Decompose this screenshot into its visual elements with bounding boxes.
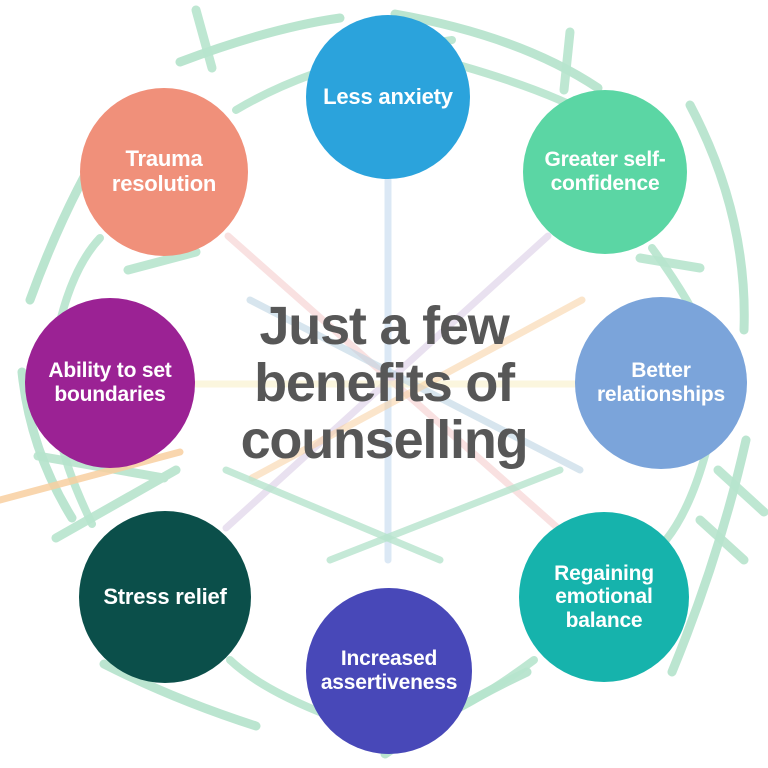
bubble-label: Greater self-confidence xyxy=(544,148,666,195)
bubble-regaining-emotional-balance[interactable]: Regaining emotional balance xyxy=(519,512,689,682)
bubble-greater-self-confidence[interactable]: Greater self-confidence xyxy=(523,90,687,254)
center-title-line: benefits of xyxy=(254,353,515,414)
bubble-label: Less anxiety xyxy=(323,83,453,109)
bubble-better-relationships[interactable]: Better relationships xyxy=(575,297,747,469)
stub-top-left xyxy=(191,5,217,73)
stub-top-right xyxy=(559,27,575,95)
bubble-label: Trauma resolution xyxy=(111,146,217,196)
bubble-ability-to-set-boundaries[interactable]: Ability to set boundaries xyxy=(25,298,195,468)
bubble-label: Regaining emotional balance xyxy=(554,561,654,632)
bubble-increased-assertiveness[interactable]: Increased assertiveness xyxy=(306,588,472,754)
spoke-inner-green-1 xyxy=(326,466,564,564)
bubble-less-anxiety[interactable]: Less anxiety xyxy=(306,15,470,179)
bubble-stress-relief[interactable]: Stress relief xyxy=(79,511,251,683)
spoke-inner-green-2 xyxy=(222,466,444,564)
stub-right-lower xyxy=(713,465,768,517)
center-title-line: Just a few xyxy=(259,296,509,357)
ring-arc-3 xyxy=(667,435,751,677)
bubble-label: Stress relief xyxy=(103,583,227,609)
bubble-label: Ability to set boundaries xyxy=(48,359,172,406)
ring-arc-2 xyxy=(685,100,749,335)
center-title-line: counselling xyxy=(240,410,529,471)
bubble-label: Increased assertiveness xyxy=(320,647,458,694)
stub-right-lower-2 xyxy=(695,515,749,565)
bubble-trauma-resolution[interactable]: Trauma resolution xyxy=(80,88,248,256)
bubble-label: Better relationships xyxy=(596,359,726,406)
stub-right-upper xyxy=(635,253,705,273)
